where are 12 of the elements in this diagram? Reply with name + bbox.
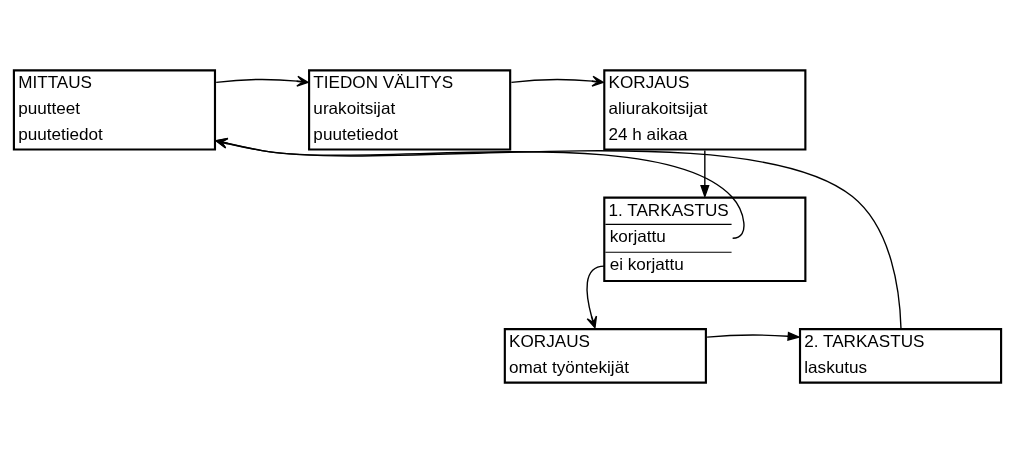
node-box: TIEDON VÄLITYS urakoitsijat puutetiedot bbox=[308, 69, 512, 151]
node-box: KORJAUS aliurakoitsijat 24 h aikaa bbox=[603, 69, 807, 151]
arrow bbox=[215, 138, 902, 329]
arrow bbox=[706, 331, 802, 341]
arrow bbox=[700, 149, 710, 199]
arrow bbox=[510, 75, 604, 87]
arrow bbox=[586, 265, 605, 329]
node-box: MITTAUS puutteet puutetiedot bbox=[12, 69, 217, 151]
node-box: KORJAUS omat työntekijät bbox=[503, 328, 707, 384]
node-box: 2. TARKASTUS laskutus bbox=[798, 328, 1003, 384]
arrow bbox=[215, 75, 309, 87]
arrow bbox=[215, 137, 745, 239]
